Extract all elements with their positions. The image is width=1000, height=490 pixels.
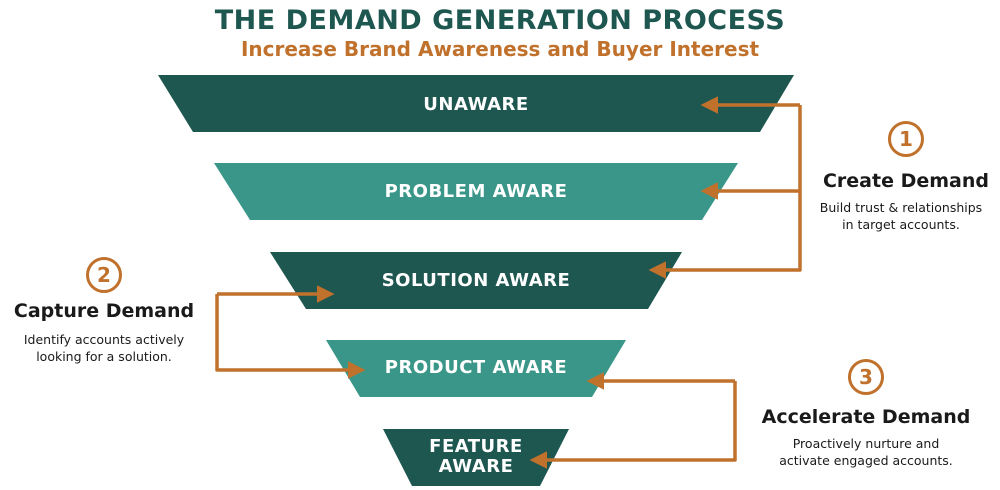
stage-label-feature-aware-line2: AWARE: [438, 456, 514, 477]
funnel-stage-problem-aware: [214, 163, 738, 220]
funnel-stage-solution-aware: [270, 252, 682, 309]
step-2-title: Capture Demand: [13, 300, 195, 322]
step-3-number-badge: 3: [848, 359, 884, 395]
diagram-title: THE DEMAND GENERATION PROCESS: [214, 5, 786, 36]
stage-label-unaware: UNAWARE: [423, 94, 529, 115]
funnel-stage-product-aware: [326, 340, 626, 397]
stage-label-feature-aware-line1: FEATURE: [429, 436, 523, 457]
stage-label-problem-aware: PROBLEM AWARE: [384, 181, 568, 202]
step-2-desc-line1: Identify accounts actively: [23, 332, 185, 347]
step-3-title: Accelerate Demand: [761, 406, 971, 428]
diagram-subtitle: Increase Brand Awareness and Buyer Inter…: [240, 37, 760, 61]
step-3-desc-line1: Proactively nurture and: [792, 436, 940, 451]
capture-demand-connector: [215, 285, 366, 379]
step-1-desc-line1: Build trust & relationships: [819, 200, 983, 215]
step-2-desc-line2: looking for a solution.: [36, 349, 172, 364]
stage-label-product-aware: PRODUCT AWARE: [384, 357, 568, 378]
step-3-desc-line2: activate engaged accounts.: [779, 453, 953, 468]
step-2-number-badge: 2: [86, 257, 122, 293]
step-1-title: Create Demand: [822, 170, 989, 192]
accelerate-demand-connector: [529, 372, 737, 469]
funnel-stage-unaware: [158, 75, 794, 132]
stage-label-solution-aware: SOLUTION AWARE: [381, 270, 571, 291]
step-1-number-badge: 1: [888, 121, 924, 157]
step-1-desc-line2: in target accounts.: [842, 217, 960, 232]
create-demand-connector: [648, 96, 802, 279]
funnel-stage-feature-aware: [383, 429, 569, 486]
